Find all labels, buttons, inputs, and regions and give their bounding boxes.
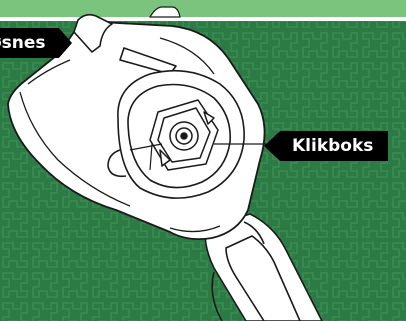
top-band bbox=[0, 0, 406, 17]
callout-left: øsnes bbox=[0, 28, 72, 58]
callout-left-label: øsnes bbox=[0, 33, 46, 53]
callout-klikboks: Klikboks bbox=[264, 131, 388, 161]
callout-klikboks-label: Klikboks bbox=[292, 136, 373, 156]
top-band-edge bbox=[0, 17, 406, 21]
